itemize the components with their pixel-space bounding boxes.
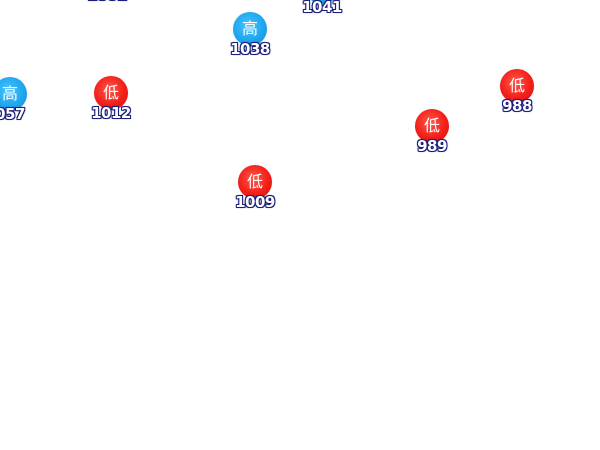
high-pressure-icon: 高 [233, 12, 267, 46]
low-pressure-icon: 低 [238, 165, 272, 199]
low-pressure-icon: 低 [94, 76, 128, 110]
pressure-value: 057 [0, 105, 25, 123]
high-pressure-icon: 高 [0, 77, 27, 111]
low-pressure-icon: 低 [415, 109, 449, 143]
pressure-value: 1041 [302, 0, 342, 16]
pressure-value: 988 [502, 97, 532, 115]
pressure-value: 1012 [91, 104, 131, 122]
pressure-value: 989 [417, 137, 447, 155]
low-pressure-icon: 低 [500, 69, 534, 103]
high-pressure-icon [305, 0, 339, 4]
pressure-value: 1009 [235, 193, 275, 211]
pressure-value: 1061 [67, 0, 147, 4]
pressure-value: 1038 [230, 40, 270, 58]
